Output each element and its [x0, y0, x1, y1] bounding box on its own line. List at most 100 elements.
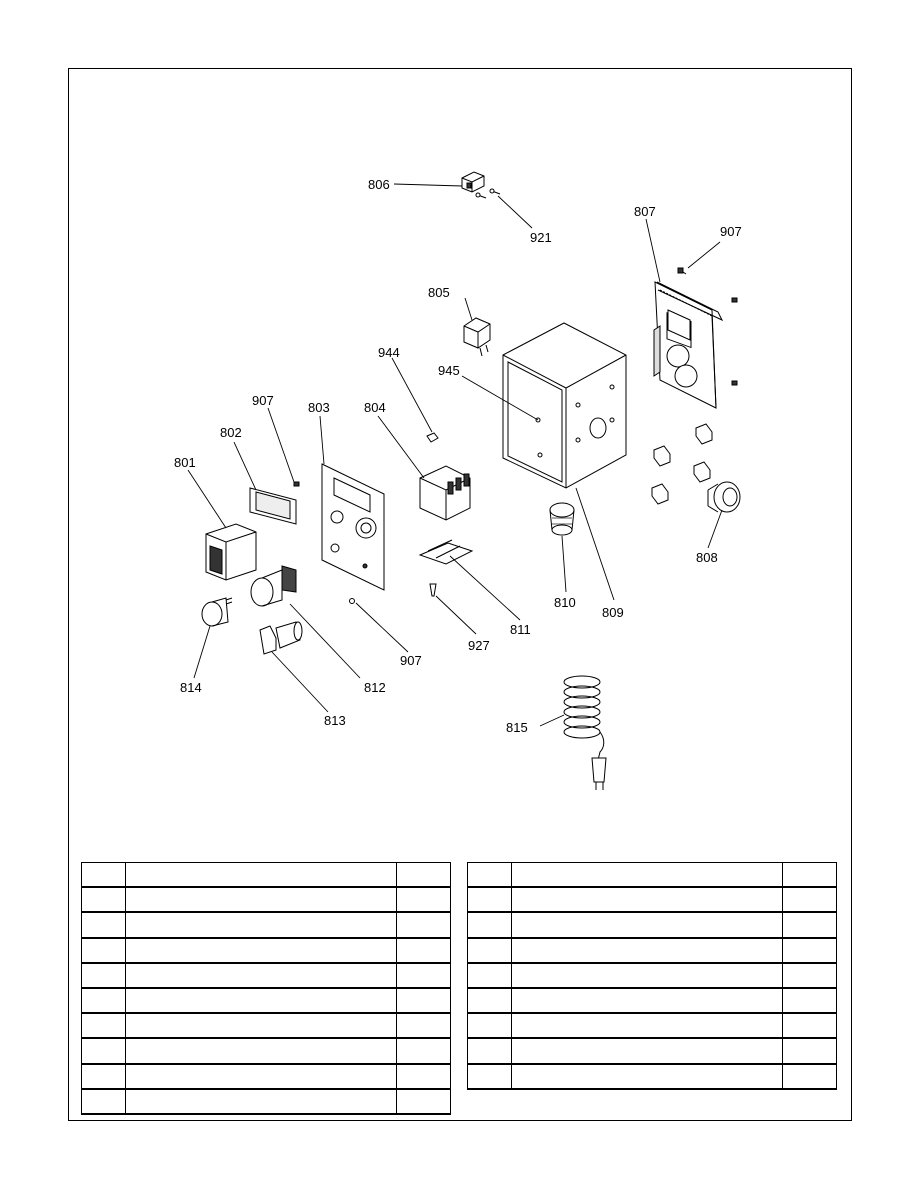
part-907-screw-panel	[349, 598, 355, 604]
table-row	[81, 937, 451, 964]
table-row	[81, 987, 451, 1015]
part-801-switch	[205, 523, 257, 581]
part-802-display	[249, 487, 297, 525]
part-number-cell	[467, 962, 512, 989]
quantity-cell	[396, 937, 451, 964]
part-number-cell	[467, 987, 512, 1015]
callout-labels: 806 921 807 907 805 944 945 804 803 907 …	[174, 177, 742, 735]
part-number-cell	[81, 1037, 126, 1065]
description-cell	[125, 1012, 397, 1040]
description-cell	[125, 862, 397, 889]
part-804-contactor	[419, 465, 471, 521]
part-812-pushbutton	[250, 565, 297, 607]
description-cell	[511, 1062, 783, 1090]
description-cell	[125, 1037, 397, 1065]
callout-811: 811	[510, 622, 531, 637]
table-row	[81, 886, 451, 914]
description-cell	[511, 886, 783, 914]
callout-815: 815	[506, 720, 528, 735]
table-row	[467, 1062, 837, 1090]
parts-table-left	[81, 862, 451, 1115]
page-frame	[68, 68, 852, 1121]
callout-814: 814	[180, 680, 202, 695]
callout-945: 945	[438, 363, 460, 378]
description-cell	[511, 1012, 783, 1040]
part-number-cell	[81, 1012, 126, 1040]
description-cell	[125, 987, 397, 1015]
description-cell	[511, 862, 783, 889]
callout-805: 805	[428, 285, 450, 300]
table-row	[81, 1062, 451, 1090]
quantity-cell	[396, 886, 451, 914]
quantity-cell	[396, 1037, 451, 1065]
callout-812: 812	[364, 680, 386, 695]
description-cell	[125, 937, 397, 964]
callout-804: 804	[364, 400, 386, 415]
part-number-cell	[81, 862, 126, 889]
quantity-cell	[782, 962, 837, 989]
callout-944: 944	[378, 345, 400, 360]
description-cell	[511, 937, 783, 964]
part-814-knob	[201, 597, 233, 627]
part-921-screws	[475, 188, 501, 199]
part-number-cell	[81, 987, 126, 1015]
part-number-cell	[467, 937, 512, 964]
description-cell	[125, 911, 397, 939]
description-cell	[511, 987, 783, 1015]
description-cell	[125, 886, 397, 914]
quantity-cell	[782, 1037, 837, 1065]
quantity-cell	[782, 987, 837, 1015]
description-cell	[125, 1088, 397, 1115]
table-row	[81, 1012, 451, 1040]
part-number-cell	[467, 1012, 512, 1040]
quantity-cell	[782, 911, 837, 939]
callout-809: 809	[602, 605, 624, 620]
table-row	[81, 1037, 451, 1065]
part-813-selector	[259, 621, 303, 655]
part-807-pcb	[653, 281, 724, 409]
part-number-cell	[81, 886, 126, 914]
quantity-cell	[782, 937, 837, 964]
callout-927: 927	[468, 638, 490, 653]
parts-table-right	[467, 862, 837, 1090]
table-row	[467, 1037, 837, 1065]
part-number-cell	[81, 1088, 126, 1115]
part-standoffs	[651, 423, 713, 505]
part-number-cell	[81, 1062, 126, 1090]
quantity-cell	[782, 886, 837, 914]
callout-803: 803	[308, 400, 330, 415]
callout-921: 921	[530, 230, 552, 245]
part-number-cell	[81, 962, 126, 989]
quantity-cell	[782, 1012, 837, 1040]
part-number-cell	[81, 937, 126, 964]
description-cell	[125, 1062, 397, 1090]
table-row	[467, 886, 837, 914]
part-808-cable-gland	[707, 481, 741, 513]
table-row	[467, 962, 837, 989]
callout-807: 807	[634, 204, 656, 219]
quantity-cell	[396, 987, 451, 1015]
part-number-cell	[467, 911, 512, 939]
table-row	[467, 1012, 837, 1040]
part-number-cell	[467, 1037, 512, 1065]
part-number-cell	[81, 911, 126, 939]
quantity-cell	[396, 1088, 451, 1115]
callout-801: 801	[174, 455, 196, 470]
part-805-relay	[463, 317, 491, 357]
callout-907-panel: 907	[400, 653, 422, 668]
part-806-switch	[461, 171, 485, 193]
part-815-power-cord	[563, 675, 607, 790]
callout-802: 802	[220, 425, 242, 440]
description-cell	[511, 1037, 783, 1065]
table-row	[81, 1088, 451, 1115]
quantity-cell	[782, 1062, 837, 1090]
part-810-grommet	[549, 502, 575, 536]
callout-907-display: 907	[252, 393, 274, 408]
part-927-screw	[429, 583, 437, 597]
part-number-cell	[467, 862, 512, 889]
part-number-cell	[467, 1062, 512, 1090]
description-cell	[511, 911, 783, 939]
part-809-enclosure	[502, 322, 627, 489]
part-number-cell	[467, 886, 512, 914]
quantity-cell	[396, 862, 451, 889]
